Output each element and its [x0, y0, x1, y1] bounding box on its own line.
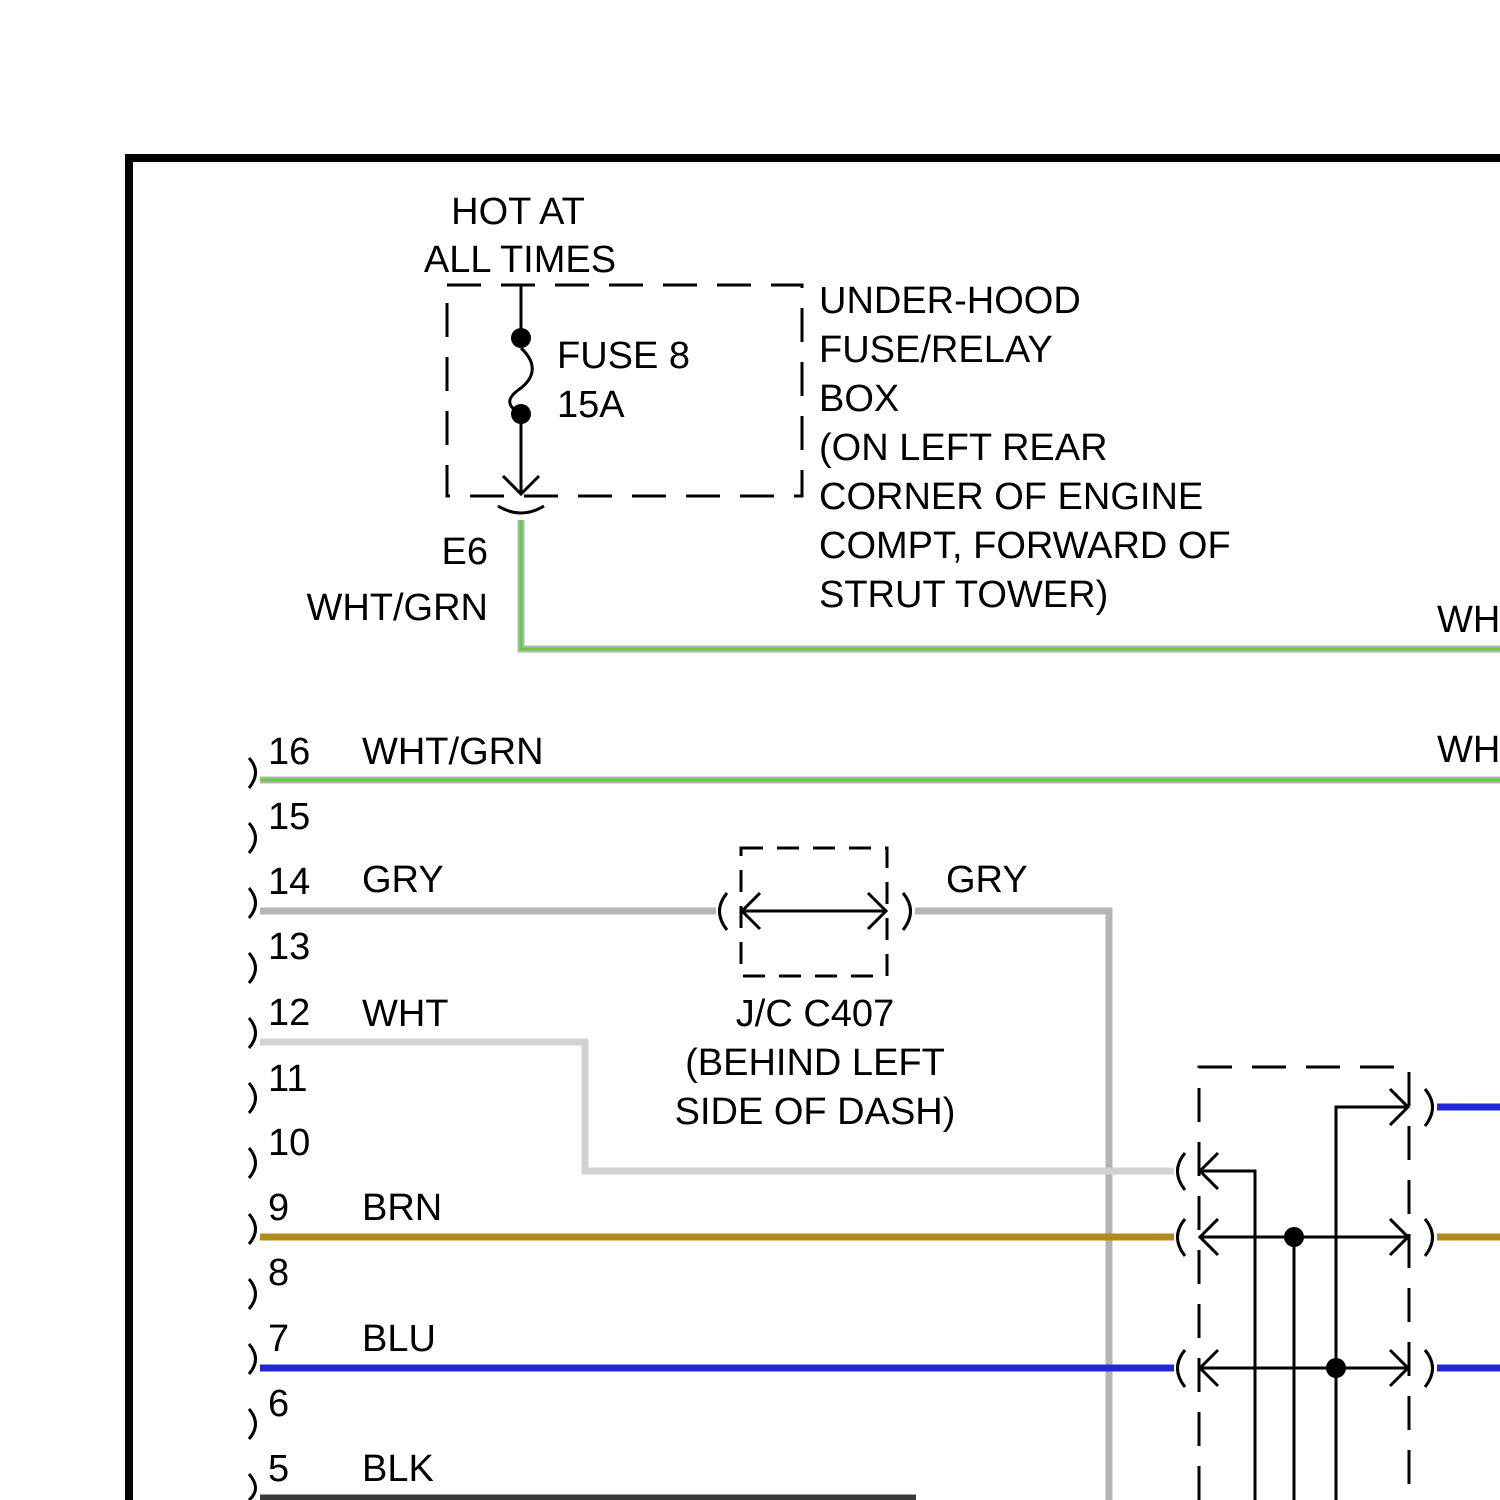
fuse-box-line: UNDER-HOOD [819, 280, 1081, 322]
supply-label-line2: ALL TIMES [424, 239, 616, 281]
pin-number: 7 [268, 1318, 289, 1360]
pin-number: 8 [268, 1252, 289, 1294]
pin-number: 10 [268, 1122, 310, 1164]
junction-label-line1: J/C C407 [736, 993, 894, 1035]
junction-connector-c407 [720, 848, 911, 976]
pin-number: 16 [268, 731, 310, 773]
pin-number: 13 [268, 926, 310, 968]
junction-label-line3: SIDE OF DASH) [675, 1091, 956, 1133]
fuse-name: FUSE 8 [557, 335, 690, 377]
connector-pins: 16 15 14 13 12 11 10 9 8 7 6 5 [249, 731, 310, 1500]
fuse-box-line: COMPT, FORWARD OF [819, 525, 1231, 567]
pin-number: 14 [268, 861, 310, 903]
wire-label-pin12: WHT [362, 993, 449, 1035]
fuse-box-line: (ON LEFT REAR [819, 427, 1108, 469]
pin-number: 11 [268, 1058, 307, 1100]
fuse-box-description: UNDER-HOOD FUSE/RELAY BOX (ON LEFT REAR … [819, 280, 1231, 616]
wire-pin14-right [915, 911, 1109, 1500]
terminal-wire-color: WHT/GRN [306, 587, 488, 629]
pin-number: 6 [268, 1383, 289, 1425]
wire-label-pin9: BRN [362, 1187, 442, 1229]
wire-label-pin14-left: GRY [362, 859, 444, 901]
fuse-box-line: STRUT TOWER) [819, 574, 1108, 616]
supply-label-line1: HOT AT [451, 191, 585, 233]
wire-label-pin16: WHT/GRN [362, 731, 544, 773]
wire-label-pin5: BLK [362, 1448, 434, 1490]
fuse-box-line: BOX [819, 378, 899, 420]
terminal-id: E6 [442, 531, 488, 573]
junction-label-line2: (BEHIND LEFT [685, 1042, 945, 1084]
wire-label-pin7: BLU [362, 1318, 436, 1360]
pin-number: 15 [268, 796, 310, 838]
pin-number: 9 [268, 1187, 289, 1229]
pin-number: 5 [268, 1448, 289, 1490]
cutoff-label-pin16: WH [1437, 729, 1500, 771]
fuse-box-line: FUSE/RELAY [819, 329, 1053, 371]
fuse-symbol [498, 285, 544, 513]
wire-label-pin14-right: GRY [946, 859, 1028, 901]
cutoff-label-top: WH [1437, 599, 1500, 641]
joint-connector-right [1178, 1067, 1433, 1500]
pin-number: 12 [268, 992, 310, 1034]
fuse-rating: 15A [557, 384, 625, 426]
connector-brackets [249, 758, 256, 1500]
fuse-box-line: CORNER OF ENGINE [819, 476, 1203, 518]
